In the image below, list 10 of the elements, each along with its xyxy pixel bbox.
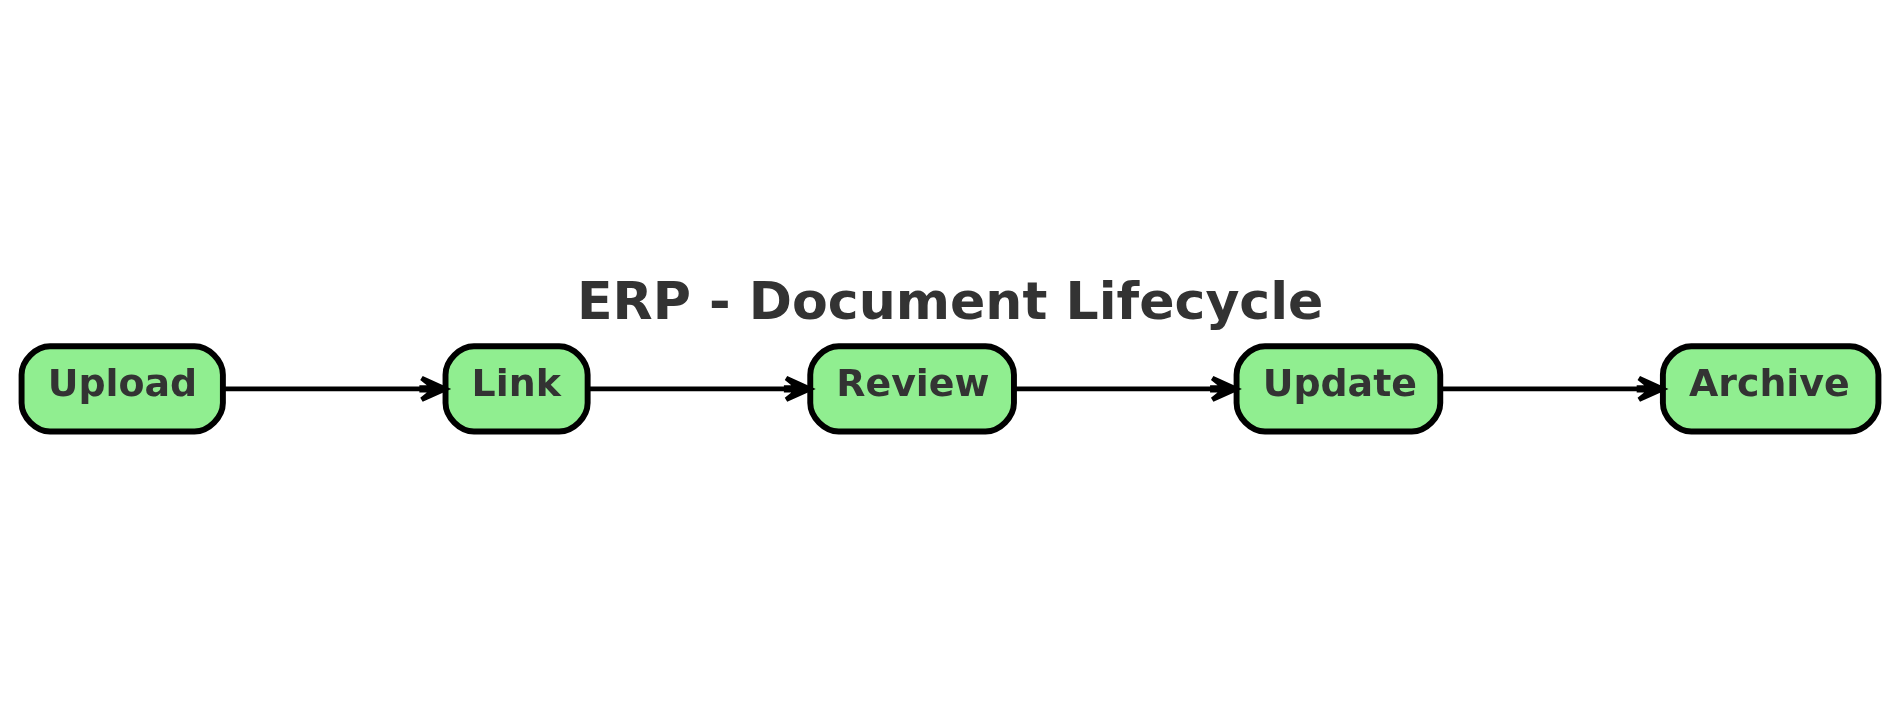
node-box: Archive (1659, 343, 1882, 435)
arrow (1441, 375, 1666, 402)
arrow (587, 375, 813, 402)
node-box: Review (807, 343, 1017, 435)
node-box: Upload (18, 343, 226, 435)
node-box: Link (442, 343, 591, 435)
node-box: Update (1233, 343, 1444, 435)
diagram-title: ERP - Document Lifecycle (576, 271, 1324, 332)
arrow (1014, 375, 1239, 402)
arrow (222, 375, 448, 402)
